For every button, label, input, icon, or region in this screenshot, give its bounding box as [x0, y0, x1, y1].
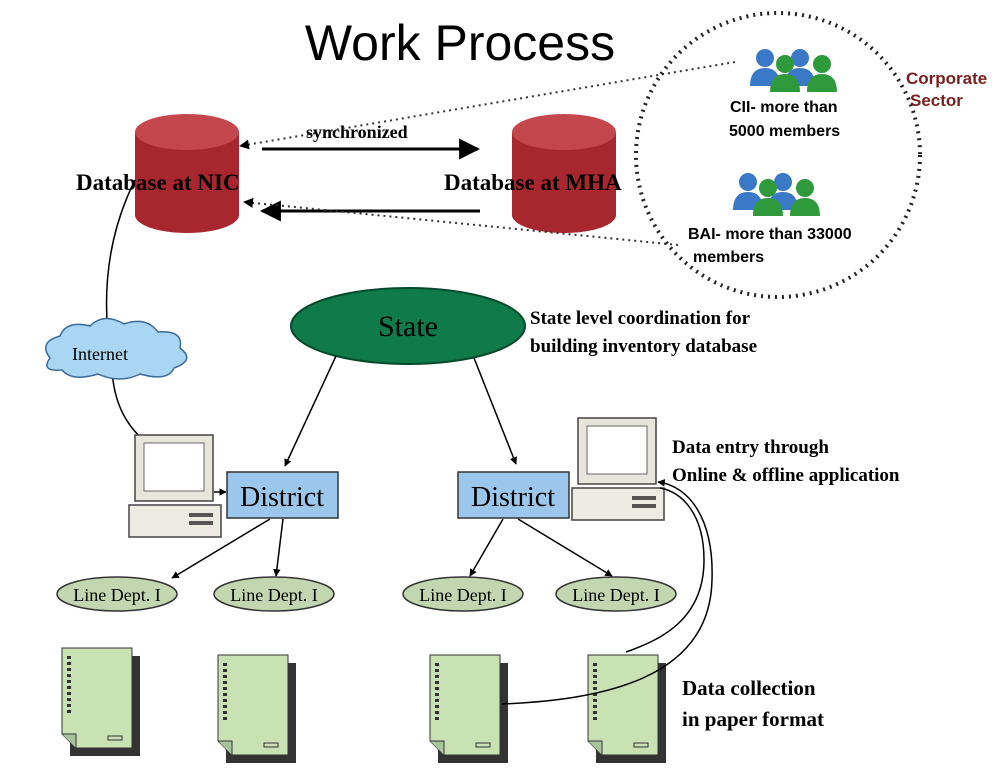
svg-text:Line Dept. I: Line Dept. I [73, 585, 160, 605]
computer-right-icon [571, 417, 665, 521]
line-dept-2: Line Dept. I [213, 576, 335, 612]
cii-label-line2: 5000 members [729, 123, 840, 140]
bai-label-line1: BAI- more than 33000 [688, 226, 852, 243]
district-right-box [457, 471, 570, 519]
computer-left-icon [128, 434, 222, 538]
internet-label: Internet [72, 344, 128, 364]
district-right-to-dept4-arrow [517, 518, 613, 577]
state-node [290, 287, 526, 365]
database-nic-label: Database at NIC [76, 170, 240, 195]
svg-text:Line Dept. I: Line Dept. I [572, 585, 659, 605]
data-entry-line1: Data entry through [672, 437, 829, 458]
district-right-to-dept3-arrow [469, 518, 504, 577]
state-note-line2: building inventory database [530, 336, 757, 357]
database-nic-icon [135, 114, 239, 233]
data-collection-line1: Data collection [682, 676, 816, 700]
svg-text:Line Dept. I: Line Dept. I [419, 585, 506, 605]
dotted-link-bai [243, 197, 679, 246]
state-to-district-left-arrow [284, 355, 337, 467]
state-to-district-right-arrow [473, 357, 517, 465]
data-entry-line2: Online & offline application [672, 465, 900, 486]
paper-document-icon [61, 647, 141, 757]
internet-to-computer-line [111, 369, 151, 446]
line-dept-4: Line Dept. I [555, 576, 677, 612]
page-title: Work Process [305, 15, 615, 71]
state-note-line1: State level coordination for [530, 308, 751, 329]
database-mha-icon [512, 114, 616, 233]
paper-document-icon [587, 654, 667, 764]
bai-people-icon [733, 173, 820, 216]
district-left-box [226, 471, 339, 519]
corporate-label-line1: Corporate [906, 69, 987, 88]
corporate-sector-circle [634, 11, 922, 299]
line-dept-3: Line Dept. I [402, 576, 524, 612]
svg-text:Line Dept. I: Line Dept. I [230, 585, 317, 605]
district-right-label: District [471, 482, 555, 513]
database-mha-label: Database at MHA [444, 170, 622, 195]
bai-label-line2: members [693, 249, 764, 266]
internet-cloud-icon [45, 317, 188, 380]
district-left-to-dept1-arrow [171, 518, 271, 579]
paper-to-computer-curve-1 [501, 479, 713, 705]
synchronized-label: synchronized [306, 122, 408, 142]
state-label: State [378, 310, 438, 343]
corporate-label-line2: Sector [910, 91, 963, 110]
cii-people-icon [750, 49, 837, 92]
data-collection-line2: in paper format [682, 707, 824, 731]
district-left-label: District [240, 482, 324, 513]
nic-to-internet-line [105, 179, 136, 336]
line-dept-1: Line Dept. I [56, 576, 178, 612]
paper-to-computer-curve-2 [625, 487, 705, 653]
district-left-to-dept2-arrow [273, 518, 284, 577]
paper-document-icon [429, 654, 509, 764]
paper-document-icon [217, 654, 297, 764]
dotted-link-cii [239, 61, 736, 150]
cii-label-line1: CII- more than [730, 99, 838, 116]
